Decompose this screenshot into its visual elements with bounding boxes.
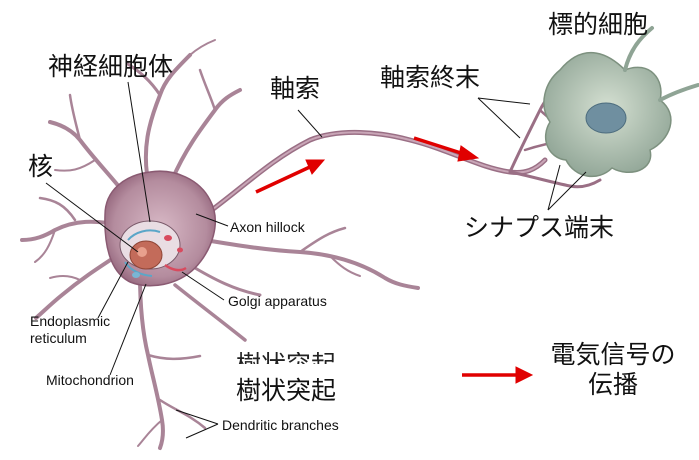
signal-arrows — [255, 136, 534, 384]
axon — [202, 88, 602, 218]
dendrites — [20, 39, 420, 450]
target-cell — [543, 26, 699, 178]
golgi-label: Golgi apparatus — [228, 293, 327, 309]
er-label-line1: Endoplasmic — [30, 313, 111, 329]
legend-text-line1: 電気信号の — [550, 340, 676, 369]
er-label-line2: reticulum — [30, 330, 87, 346]
axon-label: 軸索 — [270, 74, 321, 103]
dendrite-label: 樹状突起 — [236, 376, 337, 405]
legend-text-line2: 伝播 — [587, 370, 638, 399]
axon-terminal-label: 軸索終末 — [380, 63, 481, 92]
cell-body-label: 神経細胞体 — [48, 52, 174, 81]
dendritic-branches-label: Dendritic branches — [222, 417, 339, 433]
mitochondrion-label: Mitochondrion — [46, 372, 134, 388]
target-cell-label: 標的細胞 — [548, 10, 649, 39]
nucleus-label: 核 — [28, 152, 54, 181]
cell-body — [104, 170, 216, 287]
synaptic-terminal-label: シナプス端末 — [464, 213, 615, 242]
leader-lines — [45, 81, 587, 439]
axon-hillock-label: Axon hillock — [230, 219, 305, 235]
dendrite-label-fragment: 樹状突起 — [236, 352, 336, 364]
